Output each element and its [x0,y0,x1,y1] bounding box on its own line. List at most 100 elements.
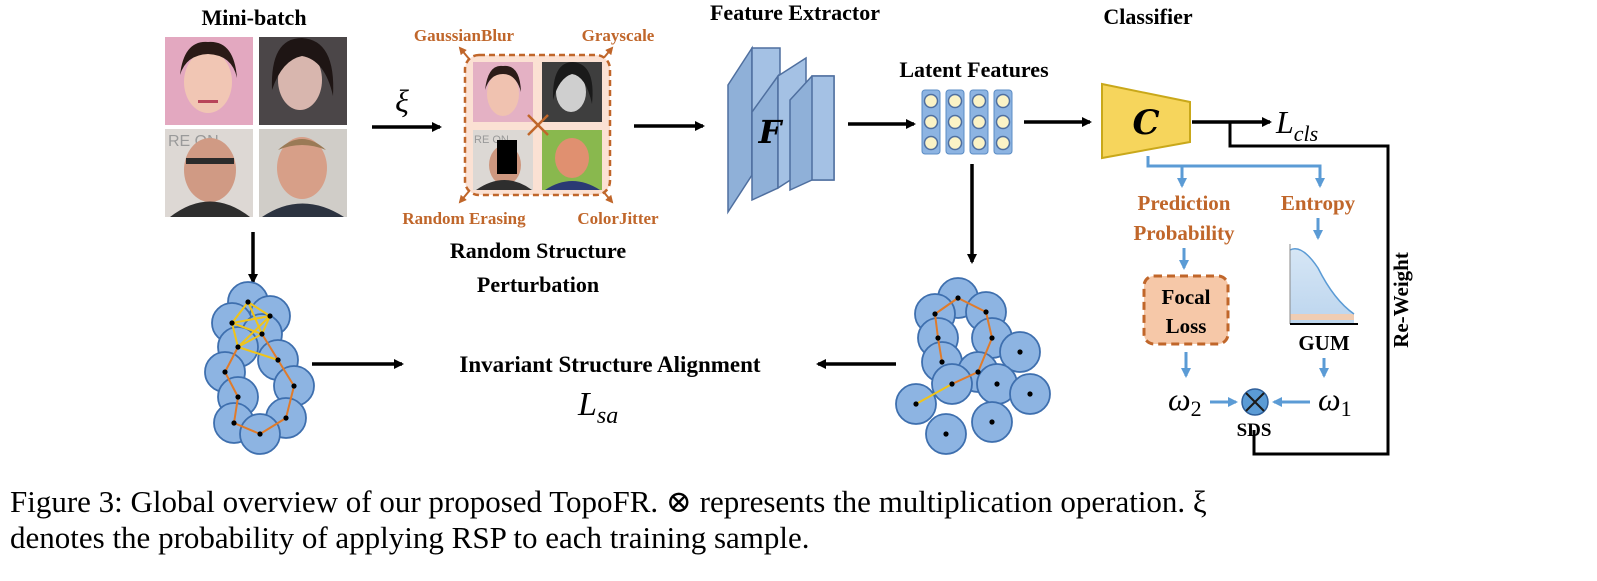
graph-edge [937,337,943,363]
graph-node-center [955,295,961,301]
graph-edge [261,315,271,335]
aug-arrow [458,46,471,61]
entropy-label: Entropy [1281,191,1356,215]
graph-edge [231,301,249,324]
graph-edge [285,385,295,419]
graph-node-center [257,431,263,437]
latent-unit [995,114,1011,130]
focal-loss-line1: Focal [1162,285,1211,309]
graph-node-center [932,311,938,317]
graph-edge [237,315,271,348]
prediction-probability-line1: Prediction [1138,191,1231,215]
minibatch-face-grid: RE ON [165,37,347,217]
latent-unit [947,93,963,109]
color-jitter-label: ColorJitter [577,209,659,228]
graph-node-center [291,383,297,389]
reweight-label: Re-Weight [1389,252,1413,348]
graph-edge [237,346,279,361]
graph-node-center [231,420,237,426]
graph-node-center [283,415,289,421]
graph-edge [233,396,239,424]
face-thumbnail [259,129,347,217]
random-erasing-label: Random Erasing [402,209,526,228]
latent-unit [947,135,963,151]
graph-edge [231,322,263,335]
graph-node-center [222,369,228,375]
face-thumbnail [259,37,347,125]
graph-node-center [275,357,281,363]
graph-node-center [935,335,941,341]
gum-label: GUM [1298,331,1350,355]
graph-edge [247,301,271,317]
graph-node-center [259,331,265,337]
omega1: ω1 [1318,381,1352,421]
figure-caption: Figure 3: Global overview of our propose… [10,484,1590,556]
feature-extractor-block [727,45,835,215]
latent-unit [995,93,1011,109]
graph-node-center [1027,391,1033,397]
graph-edge [224,371,239,398]
graph-edge [934,297,959,315]
latent-unit [971,135,987,151]
graph-node-center [943,431,949,437]
feature-extractor-symbol: F [758,113,784,151]
focal-loss-box [1142,274,1230,346]
graph-node-center [235,344,241,350]
latent-unit [947,114,963,130]
rsp-title-line1: Random Structure [450,238,626,263]
graph-edge [977,337,993,373]
input-structure-graph [204,281,315,455]
classifier-title: Classifier [1103,4,1192,29]
graph-edge [231,315,271,324]
graph-node-center [245,299,251,305]
latent-features-title: Latent Features [899,57,1049,82]
graph-node-center [267,313,273,319]
gum-plot [1289,244,1358,325]
latent-unit [923,135,939,151]
gaussian-blur-label: GaussianBlur [414,26,515,45]
caption-line2: denotes the probability of applying RSP … [10,520,810,555]
focal-loss-line2: Loss [1166,314,1207,338]
minibatch-title: Mini-batch [201,5,306,30]
graph-edge [951,371,979,385]
graph-node-center [913,401,919,407]
graph-edge [233,422,261,435]
graph-edge [237,333,263,348]
loss-sa: Lsa [577,386,618,429]
latent-structure-graph [895,277,1051,455]
latent-unit [995,135,1011,151]
omega2: ω2 [1168,381,1202,421]
latent-unit [971,114,987,130]
multiply-icon [1241,388,1269,416]
grayscale-label: Grayscale [582,26,655,45]
graph-node-center [994,381,1000,387]
graph-node-center [949,381,955,387]
graph-edge [957,297,987,313]
graph-node-center [229,320,235,326]
graph-node-center [989,335,995,341]
graph-node-center [983,309,989,315]
graph-edge [985,311,993,339]
graph-node-center [975,369,981,375]
classifier-symbol: C [1132,103,1159,143]
graph-node-center [235,394,241,400]
framework-diagram: Mini-batch RE ON ξ GaussianB [165,0,1413,456]
isa-title: Invariant Structure Alignment [459,352,760,377]
latent-unit [971,93,987,109]
graph-node-center [989,419,995,425]
graph-edge [224,346,239,373]
caption-line1: Figure 3: Global overview of our propose… [10,484,1207,519]
loss-cls: Lcls [1275,104,1318,146]
aug-arrow [458,189,471,204]
graph-node-center [939,359,945,365]
feature-extractor-title: Feature Extractor [710,0,880,25]
graph-edge [934,313,939,339]
rsp-title-line2: Perturbation [477,272,599,297]
graph-edge [277,359,295,387]
reweight-loop [1228,122,1390,456]
latent-unit [923,114,939,130]
latent-feature-grid [921,89,1013,155]
classifier-block [1101,82,1191,160]
xi-symbol: ξ [395,83,409,119]
rsp-box: RE ON [463,53,612,197]
